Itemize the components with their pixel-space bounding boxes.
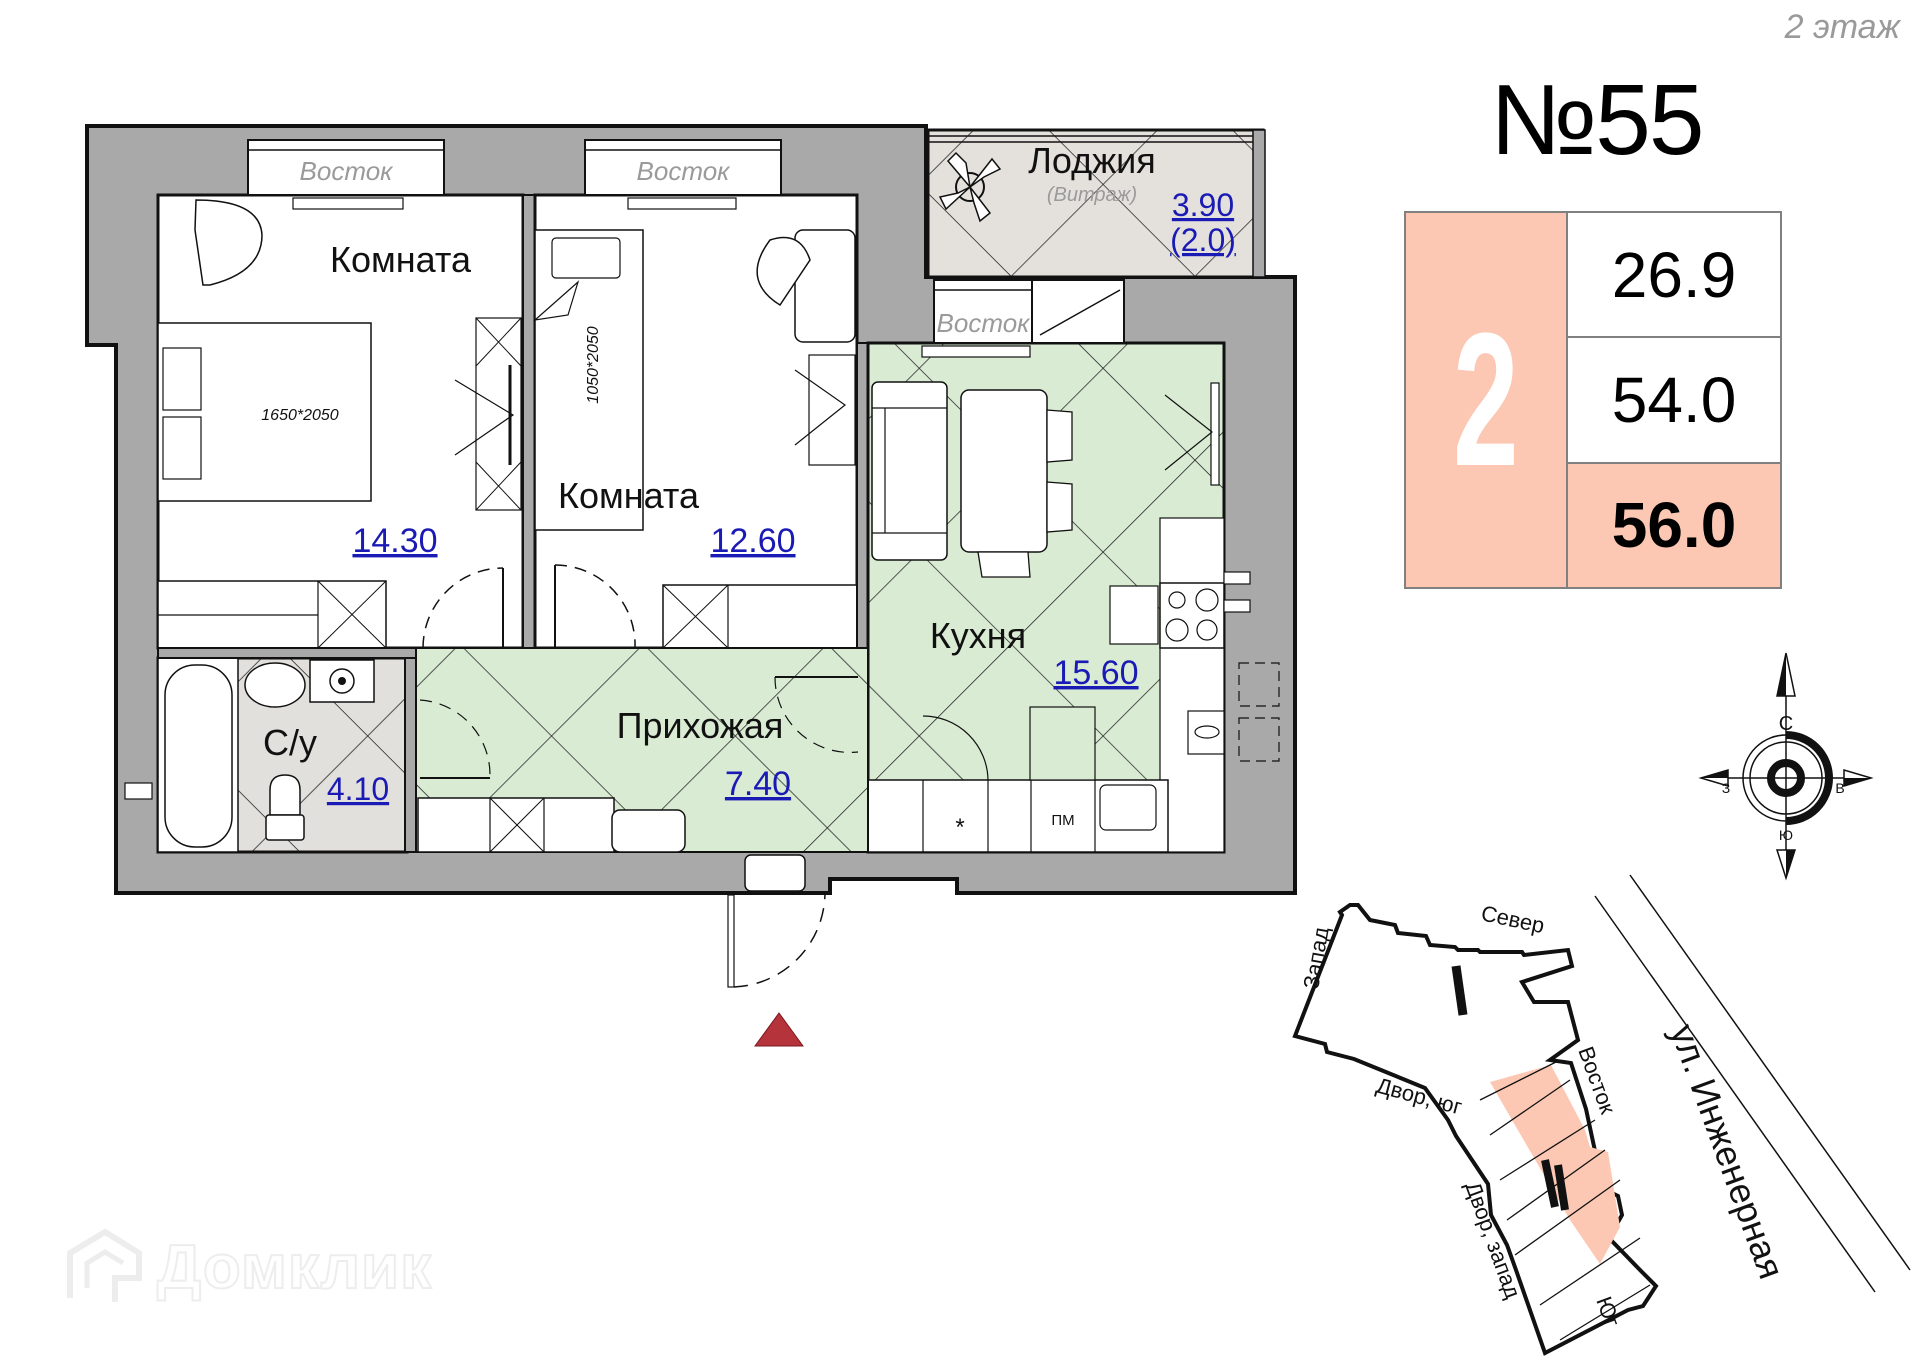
- compass-east: В: [1835, 780, 1844, 796]
- kitchen: * ПМ Кухня 15.60 Восток: [866, 279, 1280, 854]
- room-1-area: 14.30: [352, 522, 437, 560]
- loggia-name: Лоджия: [1028, 140, 1156, 181]
- living-area: 26.9: [1568, 213, 1780, 339]
- bathroom-name: С/у: [263, 722, 317, 763]
- apartment-number: №55: [1490, 64, 1705, 176]
- kitchen-window-label: Восток: [937, 308, 1032, 338]
- loggia-area: 3.90: [1172, 187, 1234, 223]
- entrance-marker-icon: [754, 1012, 804, 1047]
- compass-south: Ю: [1779, 827, 1793, 843]
- floor-label: 2 этаж: [1784, 8, 1900, 46]
- loggia-area-reduced: (2.0): [1170, 222, 1236, 258]
- hallway: Прихожая 7.40: [415, 647, 869, 892]
- total-area-with-loggia: 56.0: [1568, 463, 1780, 587]
- total-area: 54.0: [1568, 338, 1780, 464]
- compass-icon: С Ю З В: [1698, 652, 1874, 881]
- compass-west: З: [1722, 780, 1730, 796]
- domclick-watermark: Домклик: [65, 1228, 432, 1306]
- rooms-count-cell: 2: [1406, 213, 1568, 587]
- dishwasher-label: ПМ: [1051, 812, 1074, 829]
- sink-icon: [1187, 710, 1225, 755]
- room-2-bed-size: 1050*2050: [585, 326, 602, 404]
- hallway-name: Прихожая: [617, 705, 784, 746]
- house-logo-icon: [67, 1228, 142, 1302]
- room-1-name: Комната: [330, 239, 472, 280]
- room-2-area: 12.60: [710, 522, 795, 560]
- room-2-name: Комната: [558, 475, 700, 516]
- stove-icon: [1159, 582, 1225, 649]
- bathroom: С/у 4.10: [124, 656, 409, 854]
- room-1: Комната 1650*2050 14.30 Восток: [156, 139, 525, 650]
- watermark-text: Домклик: [156, 1232, 433, 1303]
- compass-north: С: [1779, 713, 1793, 735]
- loggia-subtitle: (Витраж): [1047, 184, 1137, 206]
- kitchen-name: Кухня: [930, 615, 1026, 656]
- room-2: Комната 1050*2050 12.60 Восток: [533, 139, 859, 650]
- plant-icon: [938, 151, 1002, 223]
- room-1-bed-size: 1650*2050: [261, 407, 339, 424]
- bathroom-area: 4.10: [327, 771, 389, 807]
- loggia: [926, 128, 1266, 279]
- room-2-window-label: Восток: [637, 156, 732, 186]
- rooms-count: 2: [1453, 294, 1519, 506]
- room-1-window-label: Восток: [300, 156, 395, 186]
- street-name: ул. Инженерная: [1662, 1019, 1792, 1284]
- apartment-info-table: 2 26.9 54.0 56.0: [1404, 211, 1782, 589]
- hallway-area: 7.40: [725, 765, 791, 803]
- fridge-mark: *: [955, 814, 964, 841]
- site-north-label: Север: [1479, 900, 1547, 938]
- entrance-door: [727, 892, 826, 988]
- site-plan: Север Запад Двор, юг Восток Двор, запад …: [1292, 874, 1911, 1356]
- areas-column: 26.9 54.0 56.0: [1568, 213, 1780, 587]
- kitchen-area: 15.60: [1053, 654, 1138, 692]
